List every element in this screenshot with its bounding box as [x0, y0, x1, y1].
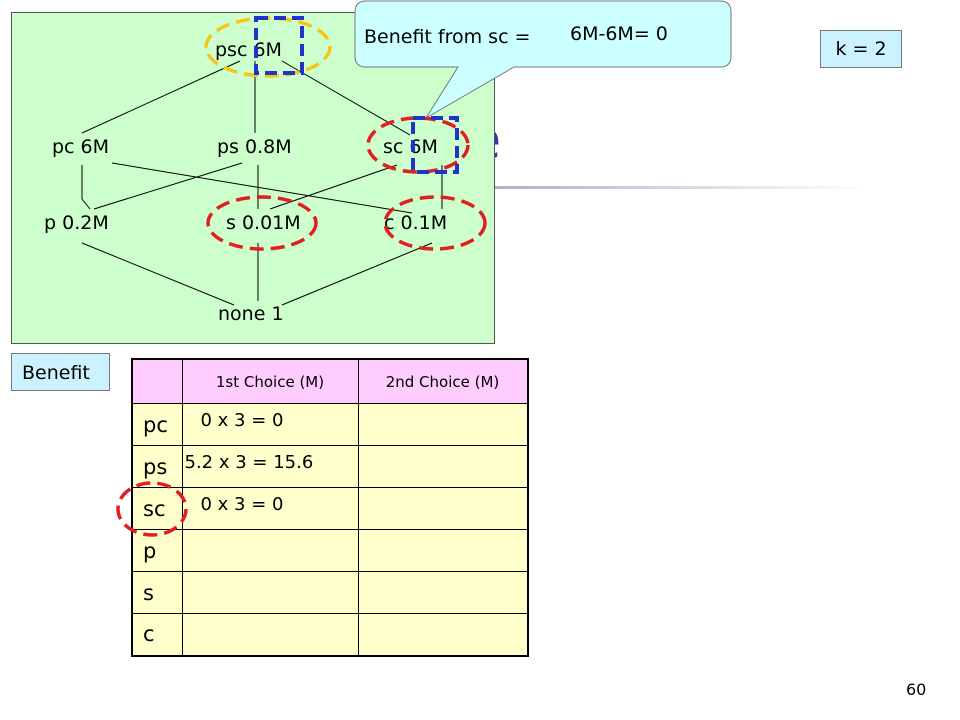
table-header-second-choice: 2nd Choice (M) — [357, 358, 528, 404]
cell-second-choice — [357, 613, 528, 656]
benefit-label: Benefit — [11, 353, 110, 391]
cell-second-choice — [357, 445, 528, 488]
row-label: pc — [131, 403, 183, 446]
table-header-first-choice: 1st Choice (M) — [181, 358, 359, 404]
cell-second-choice — [357, 571, 528, 614]
table-row: pc 0 x 3 = 0 — [131, 403, 528, 446]
table-row: p — [131, 529, 528, 572]
row-label: ps — [131, 445, 183, 488]
node-c: c 0.1M — [384, 212, 448, 234]
node-sc: sc 6M — [383, 136, 438, 158]
node-none: none 1 — [218, 303, 284, 325]
callout-balloon — [354, 0, 732, 119]
row-label: p — [131, 529, 183, 572]
callout-label: Benefit from sc = — [364, 26, 531, 48]
cell-first-choice: 0 x 3 = 0 — [181, 487, 359, 530]
cell-value: 0 x 3 = 0 — [200, 494, 284, 515]
node-p: p 0.2M — [44, 212, 109, 234]
cell-first-choice — [181, 529, 359, 572]
page-number: 60 — [906, 680, 927, 699]
node-psc: psc 6M — [215, 39, 282, 61]
table-header-row: 1st Choice (M) 2nd Choice (M) — [131, 358, 528, 404]
table-row: sc 0 x 3 = 0 — [131, 487, 528, 530]
cell-first-choice — [181, 571, 359, 614]
title-underline — [420, 186, 870, 189]
row-label: s — [131, 571, 183, 614]
cell-value: 0 x 3 = 0 — [200, 410, 284, 431]
cell-second-choice — [357, 403, 528, 446]
row-label: c — [131, 613, 183, 656]
row-label: sc — [131, 487, 183, 530]
table-row: c — [131, 613, 528, 656]
table-row: s — [131, 571, 528, 614]
k-label: k = 2 — [820, 30, 902, 68]
cell-second-choice — [357, 487, 528, 530]
cell-value: 5.2 x 3 = 15.6 — [184, 452, 314, 473]
node-ps: ps 0.8M — [217, 136, 292, 158]
node-s: s 0.01M — [226, 212, 301, 234]
table-row: ps 5.2 x 3 = 15.6 — [131, 445, 528, 488]
callout-value: 6M-6M= 0 — [570, 23, 668, 45]
cell-first-choice: 0 x 3 = 0 — [181, 403, 359, 446]
table-header-corner — [131, 358, 183, 404]
cell-second-choice — [357, 529, 528, 572]
benefit-table: 1st Choice (M) 2nd Choice (M) pc 0 x 3 =… — [131, 358, 529, 657]
node-pc: pc 6M — [52, 136, 110, 158]
cell-first-choice — [181, 613, 359, 656]
cell-first-choice: 5.2 x 3 = 15.6 — [181, 445, 359, 488]
